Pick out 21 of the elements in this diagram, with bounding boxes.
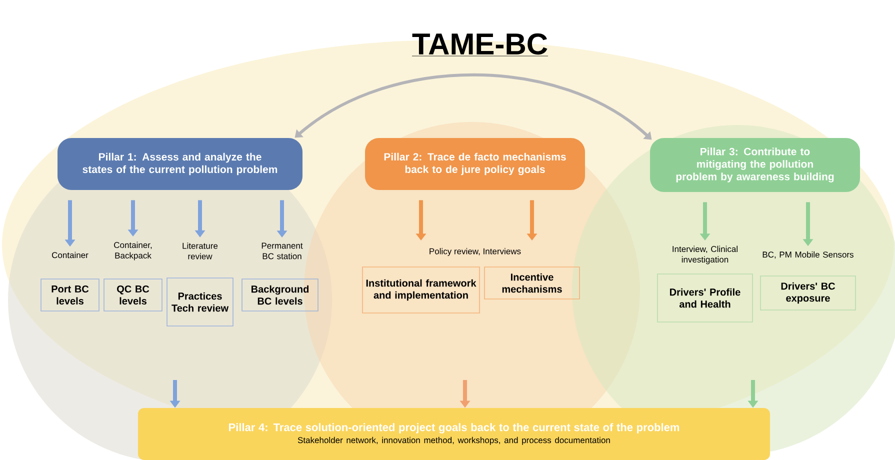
result-box: Background BC levels: [242, 278, 318, 312]
result-box: QC BC levels: [104, 278, 162, 312]
curved-arrow: [294, 73, 652, 140]
result-box: Incentive mechanisms: [484, 266, 580, 300]
pillar-box: Pillar 3: Contribute to mitigating the pollution problem by awareness building: [650, 138, 860, 192]
method-text: BC, PM Mobile Sensors: [762, 251, 854, 259]
method-text: Interview, Clinical investigation: [672, 246, 738, 264]
result-box: Port BC levels: [40, 278, 100, 312]
result-box: Drivers' BC exposure: [760, 276, 856, 310]
method-text: Policy review, Interviews: [430, 248, 521, 256]
method-text: Container, Backpack: [114, 242, 152, 260]
result-box: Drivers' Profile and Health: [657, 274, 753, 322]
result-box: Practices Tech review: [166, 278, 234, 326]
pillar-box: Pillar 4: Trace solution-oriented project goals back to the current state of the problem Stakeholder network, innovation method, workshops, and process documentation: [138, 408, 770, 460]
result-box: Institutional framework and implementation: [362, 266, 480, 314]
pillar-box: Pillar 2: Trace de facto mechanisms back to de jure policy goals: [365, 138, 585, 190]
method-text: Container: [52, 252, 88, 258]
method-text: Literature review: [182, 242, 218, 260]
method-text: Permanent BC station: [262, 242, 303, 260]
title: TAME-BC: [412, 33, 548, 56]
pillar-box: Pillar 1: Assess and analyze the states of the current pollution problem: [58, 138, 302, 190]
